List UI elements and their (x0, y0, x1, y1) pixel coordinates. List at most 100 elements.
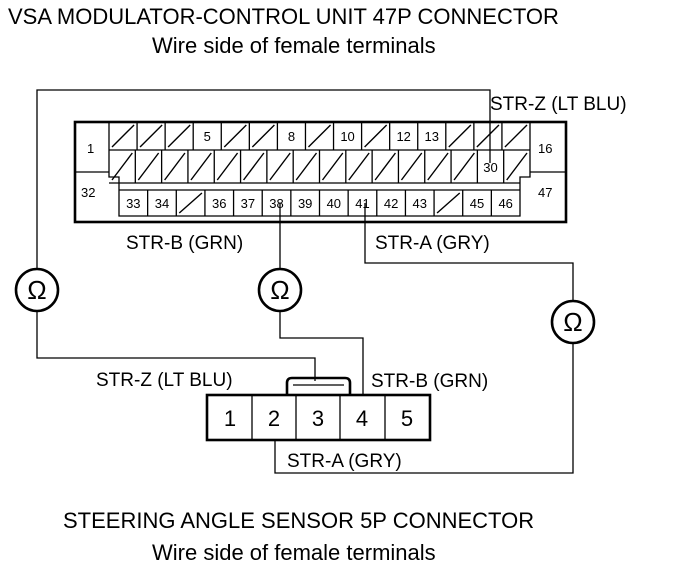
vsa-connector-subtitle: Wire side of female terminals (152, 33, 436, 58)
row3-pin-cell: 46 (490, 190, 513, 216)
unused-pin-slash (111, 152, 133, 181)
row3-pin-cell: 39 (290, 190, 312, 216)
unused-pin-slash (139, 124, 163, 148)
unused-pin-slash (400, 152, 423, 181)
unused-pin-slash (167, 124, 191, 148)
pin-label: 10 (340, 129, 354, 144)
row1-pin-cell (304, 122, 332, 150)
row3-pin-cell: 34 (146, 190, 169, 216)
unused-pin-slash (364, 124, 388, 148)
row1-pin-cell: 8 (276, 122, 295, 150)
row2-pin-cell (187, 150, 212, 183)
row3-pin-cell: 40 (318, 190, 341, 216)
row1-pin-cell (164, 122, 191, 150)
ohm-symbol: Ω (270, 275, 289, 305)
unused-pin-slash (223, 124, 247, 148)
row1-pin-cell: 12 (389, 122, 411, 150)
vsa-row-3: 33 34 36 37 38 39 40 41 42 43 45 46 (126, 190, 513, 216)
vsa-end-pin-16: 16 (538, 141, 552, 156)
pin-label: 30 (483, 160, 497, 175)
vsa-row-2: 30 (111, 150, 528, 183)
ohmmeter-middle-circle (257, 267, 303, 313)
unused-pin-slash (453, 152, 475, 181)
pin-label: 37 (241, 196, 255, 211)
steering-pin-4: 4 (356, 406, 368, 431)
ohmmeter-right: Ω (550, 299, 596, 345)
row2-pin-cell (160, 150, 186, 183)
row3-pin-cell: 41 (347, 190, 370, 216)
unused-pin-slash (251, 124, 275, 148)
str-z-wire-lower (36, 312, 316, 381)
ohm-symbol: Ω (27, 275, 46, 305)
row1-pin-cell (473, 122, 500, 150)
pin-label: 36 (212, 196, 226, 211)
str-z-wire-upper (36, 89, 491, 268)
row3-pin-cell (175, 190, 203, 216)
unused-pin-slash (436, 192, 461, 214)
unused-pin-slash (295, 152, 318, 181)
pin-label: 34 (155, 196, 169, 211)
row1-pin-cell: 5 (192, 122, 211, 150)
unused-pin-slash (307, 124, 332, 148)
steering-pin-2: 2 (268, 406, 280, 431)
row2-pin-cell: 30 (476, 150, 498, 183)
row1-pin-cell (501, 122, 528, 150)
row2-pin-cell (266, 150, 291, 183)
str-b-top-label: STR-B (GRN) (126, 233, 243, 254)
unused-pin-slash (321, 152, 344, 181)
ohmmeter-left-circle (14, 267, 60, 313)
ohm-symbol: Ω (563, 307, 582, 337)
row2-pin-cell (318, 150, 344, 183)
str-z-bottom-label: STR-Z (LT BLU) (96, 370, 233, 391)
vsa-end-pin-1: 1 (87, 141, 94, 156)
row3-pin-cell: 33 (126, 196, 140, 211)
str-a-bottom-label: STR-A (GRY) (287, 451, 402, 472)
row3-pin-cell: 36 (204, 190, 226, 216)
row1-pin-cell (248, 122, 275, 150)
pin-label: 5 (204, 129, 211, 144)
steering-pin-3: 3 (312, 406, 324, 431)
str-a-wire-lower (274, 344, 574, 474)
row1-pin-cell: 13 (417, 122, 439, 150)
row2-pin-cell (239, 150, 265, 183)
str-b-wire-lower (279, 312, 364, 395)
steering-connector-subtitle: Wire side of female terminals (152, 540, 436, 565)
ohmmeter-left: Ω (14, 267, 60, 313)
unused-pin-slash (111, 124, 135, 148)
unused-pin-slash (243, 152, 265, 181)
vsa-connector-title: VSA MODULATOR-CONTROL UNIT 47P CONNECTOR (8, 4, 559, 29)
row1-pin-cell (136, 122, 163, 150)
pin-label: 39 (298, 196, 312, 211)
row2-pin-cell (345, 150, 370, 183)
str-z-top-label: STR-Z (LT BLU) (490, 94, 627, 115)
row2-pin-cell (371, 150, 396, 183)
pin-label: 38 (269, 196, 283, 211)
steering-pin-1: 1 (224, 406, 236, 431)
unused-pin-slash (178, 192, 203, 214)
vsa-end-pin-32: 32 (81, 185, 95, 200)
unused-pin-slash (348, 152, 370, 181)
row1-pin-cell (220, 122, 247, 150)
row2-pin-cell (424, 150, 449, 183)
str-a-top-label: STR-A (GRY) (375, 233, 490, 254)
row2-pin-cell (397, 150, 423, 183)
steering-pin-5: 5 (401, 406, 413, 431)
unused-pin-slash (476, 124, 500, 148)
pin-label: 42 (384, 196, 398, 211)
str-a-wire-upper (364, 203, 574, 300)
pin-label: 45 (470, 196, 484, 211)
pin-label: 41 (355, 196, 369, 211)
ohmmeter-right-circle (550, 299, 596, 345)
row3-pin-cell: 43 (404, 190, 427, 216)
pin-label: 46 (498, 196, 512, 211)
unused-pin-slash (504, 124, 528, 148)
row2-pin-cell (503, 150, 528, 183)
row1-pin-cell (445, 122, 472, 150)
pin-label: 40 (327, 196, 341, 211)
unused-pin-slash (269, 152, 291, 181)
pin-label: 8 (288, 129, 295, 144)
row2-pin-cell (111, 152, 133, 181)
unused-pin-slash (374, 152, 396, 181)
